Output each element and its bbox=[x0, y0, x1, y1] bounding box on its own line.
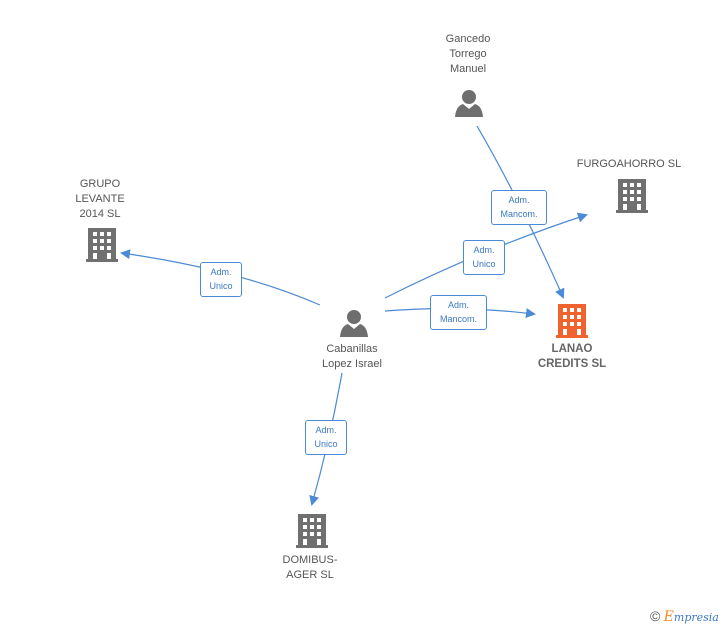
node-grupo-levante-2014-sl[interactable]: GRUPO LEVANTE 2014 SL bbox=[60, 177, 140, 222]
node-label: FURGOAHORRO SL bbox=[576, 158, 682, 170]
building-icon[interactable] bbox=[616, 179, 648, 213]
relation-label-cabanillas-lanao[interactable]: Adm. Mancom. bbox=[430, 295, 487, 330]
node-label: DOMIBUS- AGER SL bbox=[282, 554, 338, 581]
relation-label-gancedo-lanao[interactable]: Adm. Mancom. bbox=[491, 190, 547, 225]
building-icon[interactable] bbox=[86, 228, 118, 262]
node-lanao-credits-sl[interactable]: LANAO CREDITS SL bbox=[520, 342, 624, 372]
building-icon[interactable] bbox=[296, 514, 328, 548]
relation-label-cabanillas-domibus[interactable]: Adm. Unico bbox=[305, 420, 347, 455]
brand-e: E bbox=[663, 609, 674, 625]
relation-label-cabanillas-furgoahorro[interactable]: Adm. Unico bbox=[463, 240, 505, 275]
person-icon[interactable] bbox=[339, 308, 369, 338]
relation-label-cabanillas-grupo[interactable]: Adm. Unico bbox=[200, 262, 242, 297]
node-domibus-ager-sl[interactable]: DOMIBUS- AGER SL bbox=[268, 553, 352, 583]
node-label: Gancedo Torrego Manuel bbox=[445, 33, 491, 75]
copyright-symbol: © bbox=[650, 608, 661, 624]
node-label: Cabanillas Lopez Israel bbox=[322, 343, 382, 370]
person-icon[interactable] bbox=[454, 88, 484, 118]
node-label: LANAO CREDITS SL bbox=[537, 343, 607, 370]
node-cabanillas-lopez-israel[interactable]: Cabanillas Lopez Israel bbox=[300, 342, 404, 372]
empresia-logo: © Empresia bbox=[650, 608, 719, 625]
node-gancedo-torrego-manuel[interactable]: Gancedo Torrego Manuel bbox=[420, 32, 516, 77]
node-label: GRUPO LEVANTE 2014 SL bbox=[75, 178, 125, 220]
brand-name: mpresia bbox=[673, 611, 719, 624]
node-furgoahorro-sl[interactable]: FURGOAHORRO SL bbox=[572, 157, 686, 172]
building-icon[interactable] bbox=[556, 304, 588, 338]
